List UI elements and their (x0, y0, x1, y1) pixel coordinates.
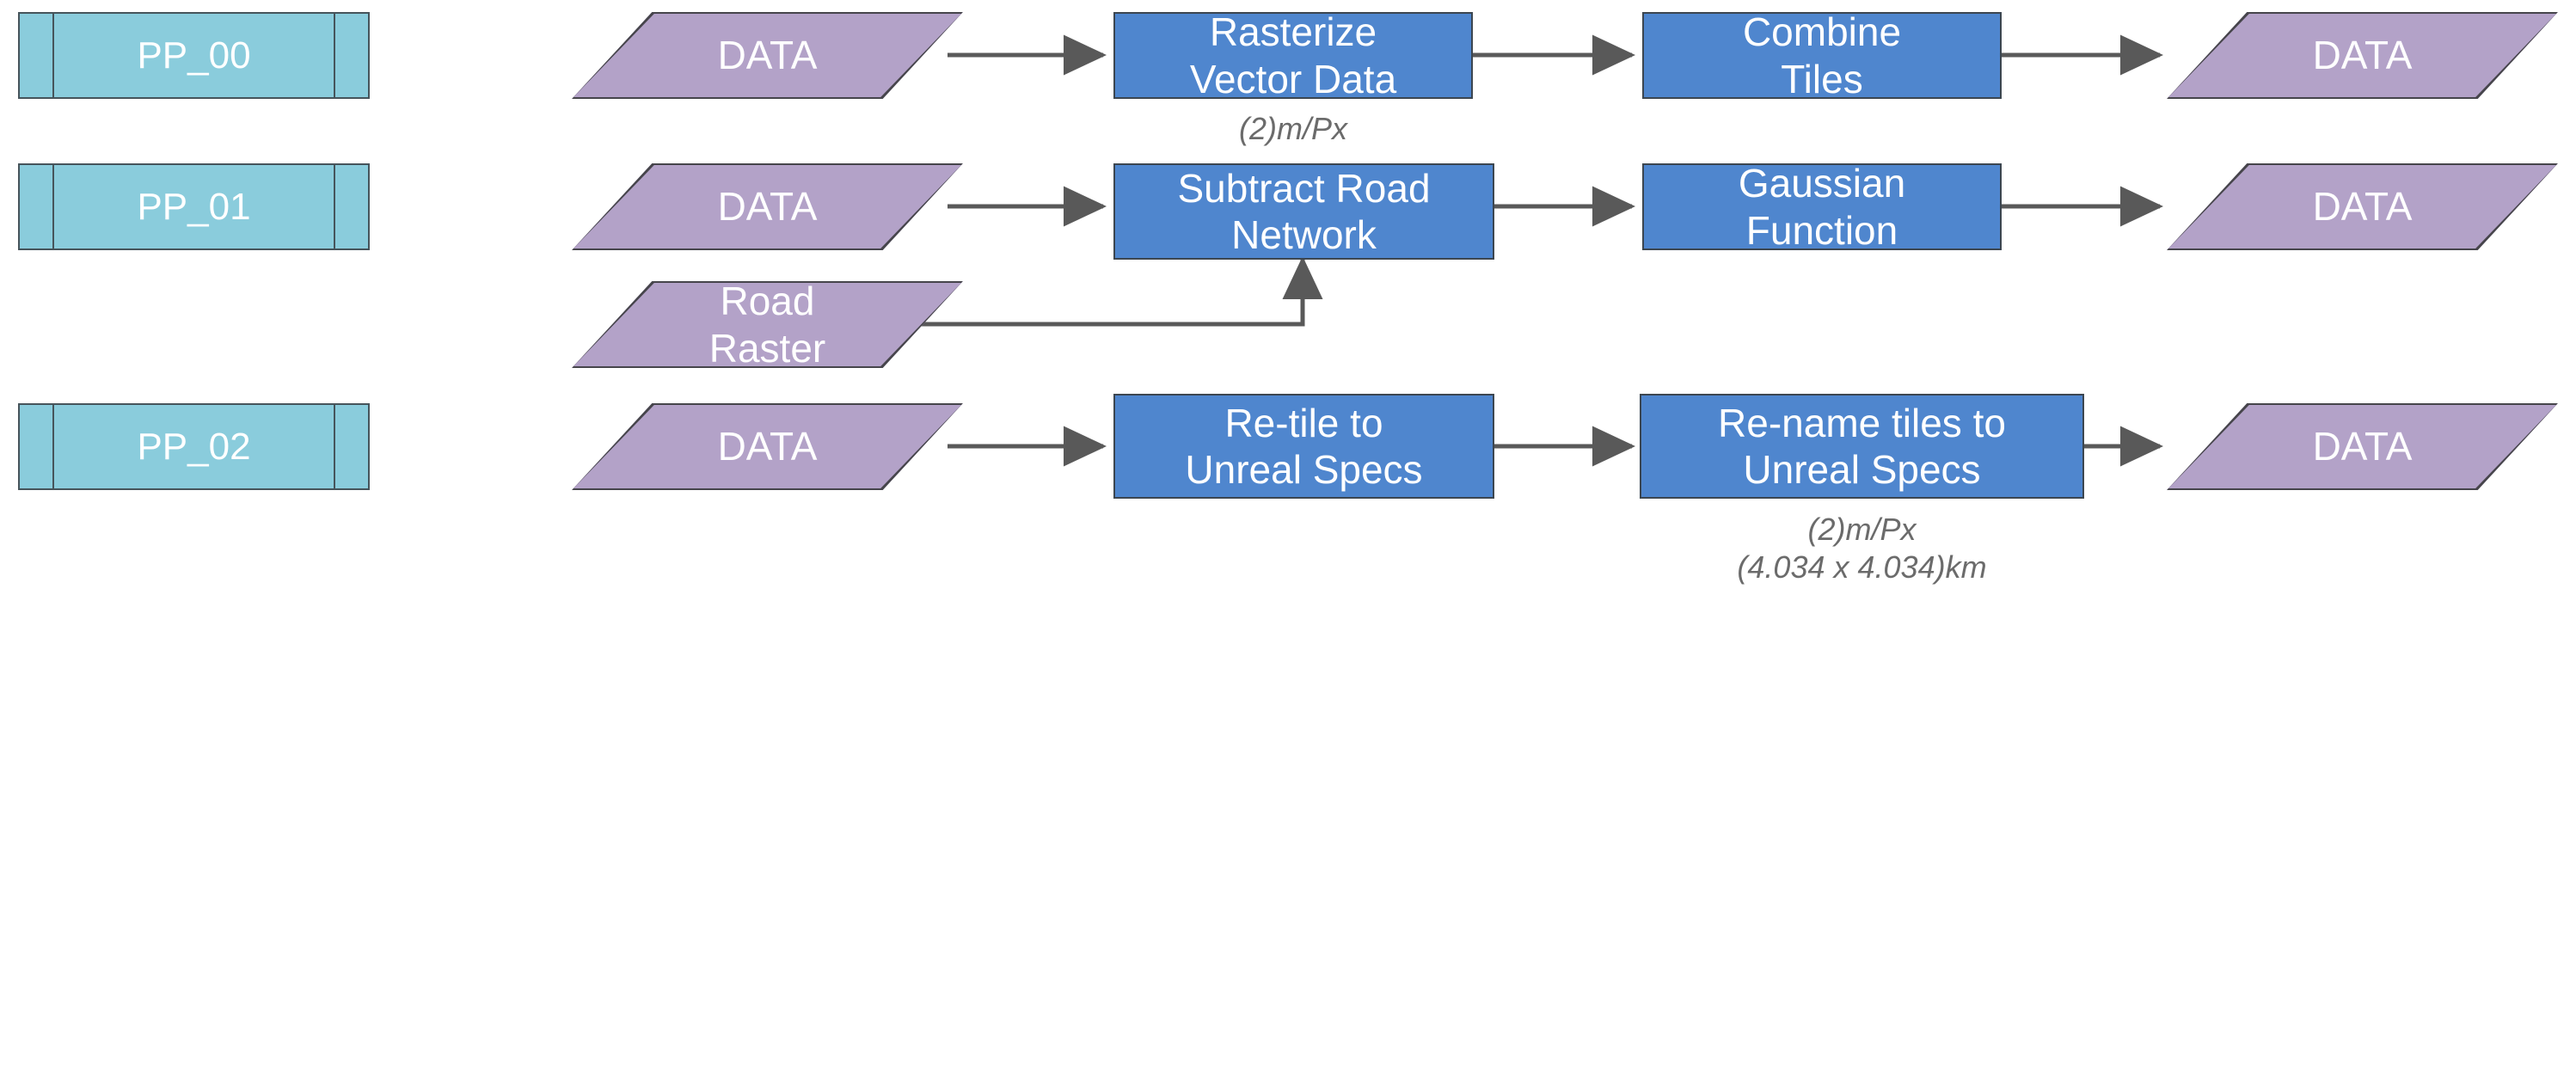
pp01-input-data[interactable]: DATA (572, 163, 963, 250)
predefined-process-left-bar (52, 163, 54, 250)
stage-pp-02-label: PP_02 (137, 425, 251, 468)
pp01-input-data-label: DATA (717, 184, 818, 230)
pp00-step-rasterize-vector-data-label: Rasterize Vector Data (1189, 9, 1397, 101)
pp00-step-rasterize-annotation: (2)m/Px (1239, 111, 1347, 146)
predefined-process-right-bar (334, 163, 335, 250)
pp00-input-data[interactable]: DATA (572, 12, 963, 99)
pp02-input-data[interactable]: DATA (572, 403, 963, 490)
pp02-input-data-label: DATA (717, 424, 818, 469)
pp01-road-raster-label: Road Raster (708, 279, 826, 371)
pp01-step-subtract-road-network-label: Subtract Road Network (1177, 165, 1431, 257)
pp01-output-data-label: DATA (2312, 184, 2413, 230)
pp00-output-data[interactable]: DATA (2167, 12, 2558, 99)
pp01-step-gaussian-function[interactable]: Gaussian Function (1642, 161, 2002, 253)
pp02-step-retile-to-unreal-specs-label: Re-tile to Unreal Specs (1185, 400, 1423, 492)
stage-pp-01-label: PP_01 (137, 185, 251, 228)
pp00-step-combine-tiles-label: Combine Tiles (1742, 9, 1902, 101)
pp00-step-combine-tiles[interactable]: Combine Tiles (1642, 9, 2002, 101)
pp00-output-data-label: DATA (2312, 33, 2413, 78)
pp01-step-gaussian-function-label: Gaussian Function (1738, 161, 1906, 253)
pp02-step-rename-annotation: (2)m/Px (4.034 x 4.034)km (1737, 512, 1987, 585)
pp02-output-data[interactable]: DATA (2167, 403, 2558, 490)
pp00-step-rasterize-vector-data[interactable]: Rasterize Vector Data (1113, 9, 1473, 101)
predefined-process-right-bar (334, 403, 335, 490)
predefined-process-right-bar (334, 12, 335, 99)
pp01-step-subtract-road-network[interactable]: Subtract Road Network (1113, 163, 1494, 260)
pp02-step-rename-tiles-to-unreal-specs[interactable]: Re-name tiles to Unreal Specs (1640, 394, 2084, 499)
connector-road-raster-to-subtract (913, 255, 1323, 327)
stage-pp-00[interactable]: PP_00 (18, 12, 370, 99)
predefined-process-left-bar (52, 12, 54, 99)
pp00-input-data-label: DATA (717, 33, 818, 78)
pp02-output-data-label: DATA (2312, 424, 2413, 469)
stage-pp-01[interactable]: PP_01 (18, 163, 370, 250)
predefined-process-left-bar (52, 403, 54, 490)
stage-pp-02[interactable]: PP_02 (18, 403, 370, 490)
pp02-step-retile-to-unreal-specs[interactable]: Re-tile to Unreal Specs (1113, 394, 1494, 499)
pp01-output-data[interactable]: DATA (2167, 163, 2558, 250)
pp02-step-rename-tiles-to-unreal-specs-label: Re-name tiles to Unreal Specs (1718, 400, 2006, 492)
pp01-road-raster-input[interactable]: Road Raster (572, 281, 963, 368)
stage-pp-00-label: PP_00 (137, 34, 251, 77)
